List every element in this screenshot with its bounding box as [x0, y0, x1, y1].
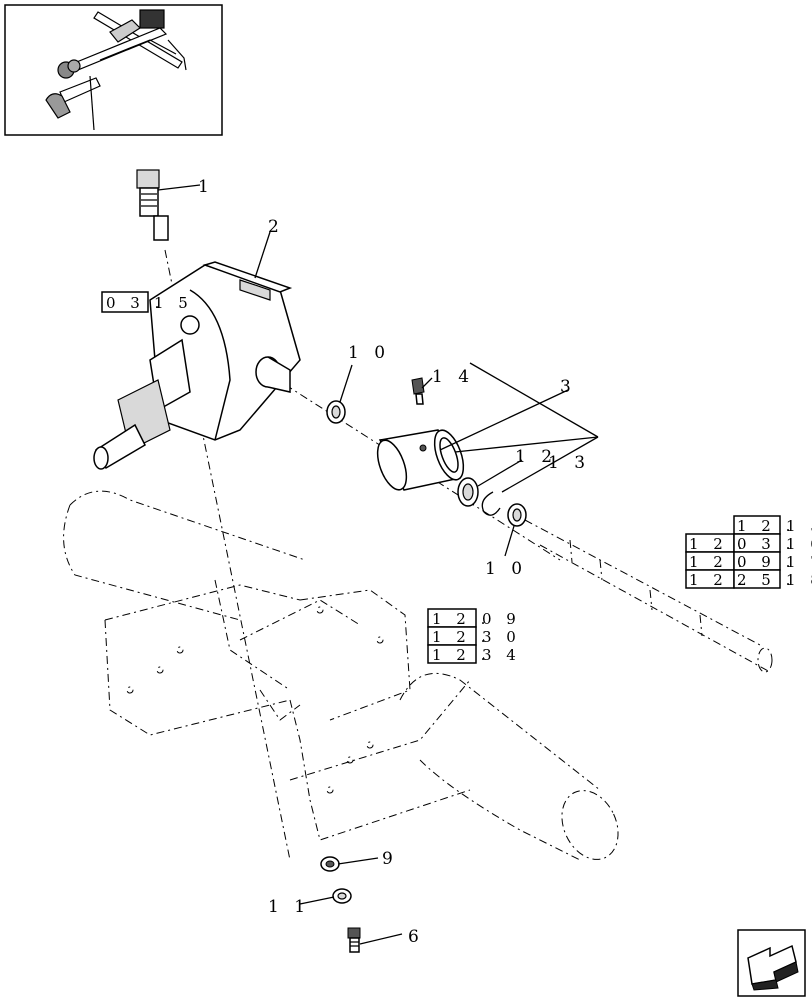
callout-12: 1 2 [515, 447, 557, 467]
svg-text:1 2 .: 1 2 . [689, 571, 747, 589]
part-6-bolt[interactable] [347, 927, 361, 953]
svg-text:1 2 .: 1 2 . [689, 535, 747, 553]
phantom-drive-shaft [524, 519, 773, 673]
part-12-ring[interactable] [457, 477, 479, 507]
svg-text:1 7: 1 7 [786, 553, 812, 571]
part-11-washer[interactable] [332, 888, 352, 904]
part-9-washer[interactable] [320, 856, 340, 872]
svg-text:0 9: 0 9 [482, 610, 521, 628]
svg-text:1 2 .: 1 2 . [689, 553, 747, 571]
leader-lines [157, 184, 599, 945]
assembly-overview-thumbnail[interactable] [4, 4, 223, 136]
svg-text:0 9 .: 0 9 . [737, 553, 795, 571]
part-1-fitting[interactable] [136, 169, 169, 241]
callout-2: 2 [268, 217, 284, 237]
part-13-snap-ring[interactable] [481, 491, 501, 516]
callout-10-lower: 1 0 [485, 559, 527, 579]
svg-text:1 5: 1 5 [786, 517, 812, 535]
reference-group-a[interactable]: 1 2 . 0 9 1 2 . 3 0 1 2 . 3 4 [427, 608, 521, 664]
callout-11: 1 1 [268, 897, 310, 917]
svg-text:1 2 .: 1 2 . [432, 628, 490, 646]
callout-3: 3 [560, 377, 576, 397]
svg-text:0 3 .: 0 3 . [737, 535, 795, 553]
svg-text:0 3 .: 0 3 . [106, 294, 164, 312]
callout-1: 1 [198, 177, 214, 197]
svg-text:3 4: 3 4 [482, 646, 521, 664]
svg-text:3 0: 3 0 [482, 628, 521, 646]
svg-text:1 2 .: 1 2 . [737, 517, 795, 535]
svg-text:1 2 .: 1 2 . [432, 646, 490, 664]
reference-03-15[interactable]: 0 3 . 1 5 [101, 291, 193, 313]
part-14-grease-fitting[interactable] [411, 377, 425, 405]
svg-text:1 6: 1 6 [786, 535, 812, 553]
svg-text:1 2 .: 1 2 . [432, 610, 490, 628]
part-3-sleeve[interactable] [372, 426, 469, 493]
callout-6: 6 [408, 927, 424, 947]
part-10-washer-lower[interactable] [507, 503, 527, 527]
callout-labels: 1 2 3 1 0 1 4 1 2 1 3 1 0 9 1 1 6 [198, 177, 590, 947]
part-2-gearbox[interactable] [93, 261, 301, 470]
svg-text:1 8: 1 8 [786, 571, 812, 589]
svg-text:2 5 .: 2 5 . [737, 571, 795, 589]
reference-group-b[interactable]: 1 2 . 1 5 1 2 . 0 3 . 1 6 1 2 . 0 9 . 1 … [685, 515, 812, 589]
callout-14: 1 4 [432, 367, 474, 387]
callout-13: 1 3 [548, 453, 590, 473]
callout-9: 9 [382, 849, 398, 869]
callout-10-upper: 1 0 [348, 343, 390, 363]
phantom-axle-housing [63, 490, 619, 861]
next-page-arrow-icon[interactable] [737, 929, 806, 997]
part-10-washer-upper[interactable] [326, 400, 346, 424]
svg-text:1 5: 1 5 [154, 294, 193, 312]
